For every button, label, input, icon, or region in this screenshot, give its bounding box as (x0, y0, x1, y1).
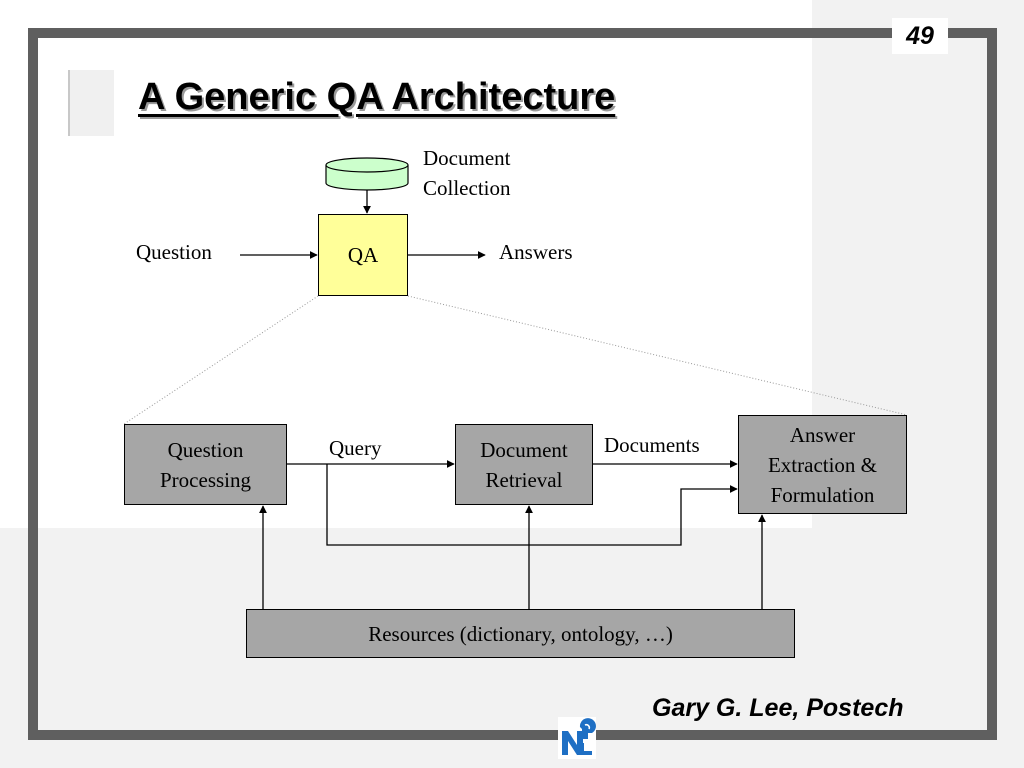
frame-right-bar (987, 28, 997, 740)
title-decoration (68, 70, 114, 136)
zoom-line-left (123, 295, 319, 425)
frame-bottom-bar (28, 730, 997, 740)
qa-box-label: QA (347, 243, 379, 267)
answer-extraction-box: Answer Extraction & Formulation (738, 415, 907, 514)
resources-label: Resources (dictionary, ontology, …) (368, 621, 673, 646)
document-retrieval-line-2: Retrieval (485, 467, 563, 492)
nlp-logo-icon (558, 717, 596, 759)
slide-title: A Generic QA Architecture (138, 76, 616, 118)
question-label: Question (136, 240, 212, 264)
frame-left-bar (28, 28, 38, 740)
arrow-bypass (326, 464, 738, 546)
author-credit: Gary G. Lee, Postech (652, 694, 904, 722)
document-collection-line-1: Document (423, 146, 511, 170)
frame-top-bar (28, 28, 997, 38)
document-retrieval-box: Document Retrieval (455, 424, 593, 505)
answer-extraction-line-2: Extraction & (767, 452, 878, 477)
document-collection-line-2: Collection (423, 176, 511, 200)
question-processing-box: Question Processing (124, 424, 287, 505)
query-label: Query (329, 436, 382, 460)
question-processing-line-2: Processing (160, 467, 251, 492)
document-collection-cylinder-icon (325, 157, 409, 191)
zoom-line-right (407, 295, 908, 416)
qa-box: QA (318, 214, 408, 296)
document-retrieval-line-1: Document (480, 437, 568, 462)
answer-extraction-line-3: Formulation (770, 482, 875, 507)
answers-label: Answers (499, 240, 573, 264)
documents-label: Documents (604, 433, 700, 457)
document-collection-label: Document Collection (423, 143, 511, 203)
question-processing-line-1: Question (167, 437, 244, 462)
page-number: 49 (892, 18, 948, 54)
answer-extraction-line-1: Answer (789, 422, 856, 447)
resources-box: Resources (dictionary, ontology, …) (246, 609, 795, 658)
